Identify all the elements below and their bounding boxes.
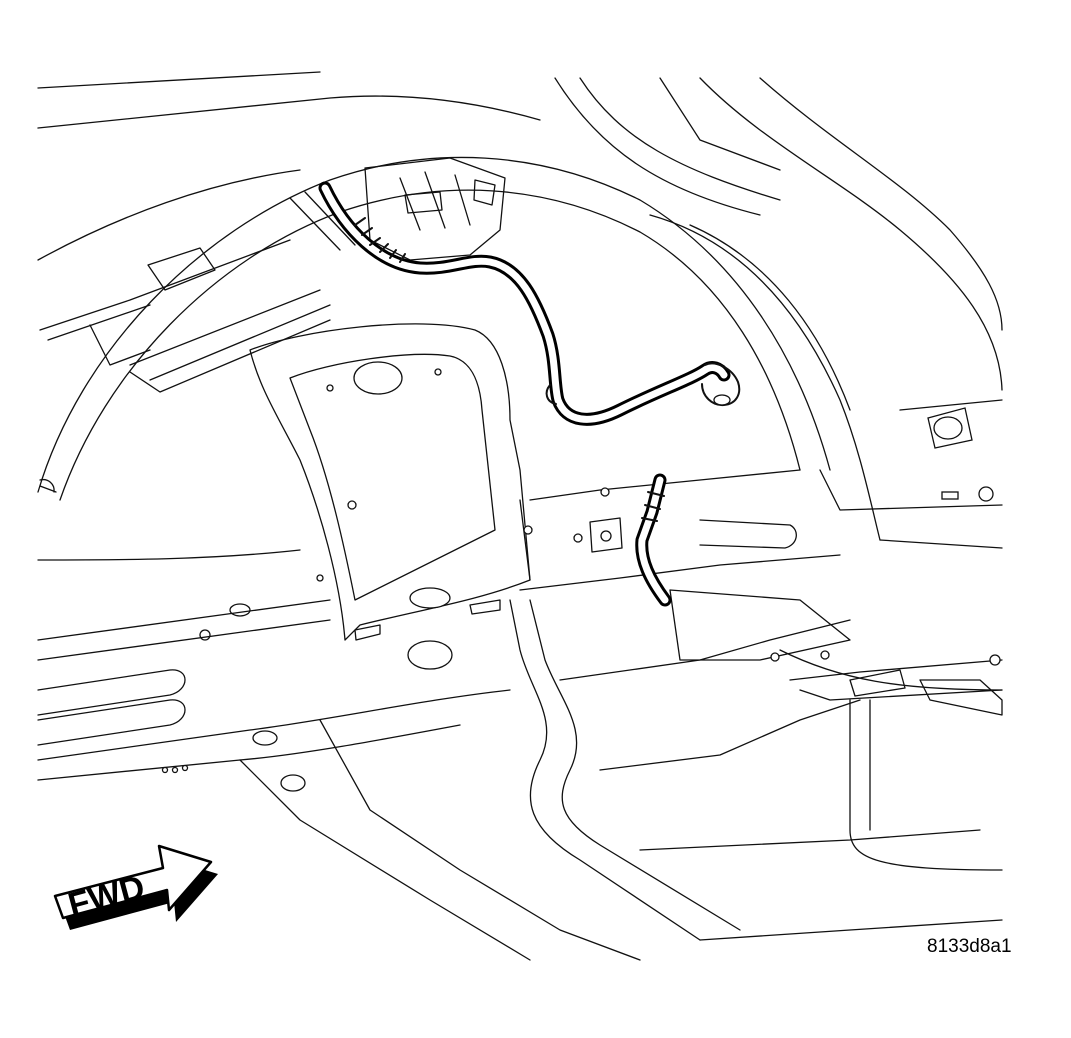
fuel-hose-upper (318, 181, 741, 426)
body-panels (37, 71, 1003, 549)
mounting-bracket (364, 157, 506, 261)
cross-member-plate (199, 323, 533, 670)
fwd-arrow-icon: FWD (53, 844, 218, 930)
rear-suspension (669, 589, 1003, 871)
wheel-well-arch (37, 156, 831, 501)
floor-pan (37, 469, 1003, 961)
figure-reference-code: 8133d8a1 (927, 936, 1012, 957)
fuel-hose-lower (635, 473, 672, 607)
